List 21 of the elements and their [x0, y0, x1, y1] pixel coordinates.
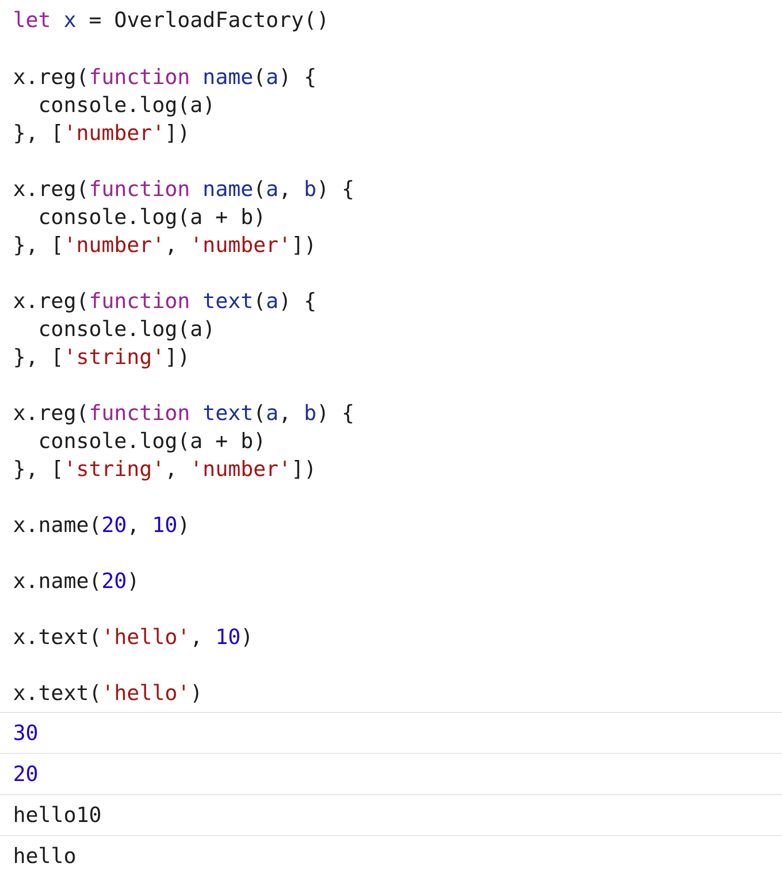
code-line: x.reg(function name(a) { — [13, 64, 316, 91]
code-line: let x = OverloadFactory() — [13, 7, 330, 34]
console-output-row: hello10 — [0, 794, 782, 834]
console-output-row: hello — [0, 835, 782, 872]
code-line: console.log(a) — [37, 316, 216, 343]
code-line: }, ['string']) — [13, 344, 190, 371]
code-line: }, ['string', 'number']) — [13, 456, 316, 483]
code-line: x.reg(function text(a) { — [13, 288, 316, 315]
code-line: x.text('hello') — [13, 680, 203, 707]
code-line: x.reg(function text(a, b) { — [13, 400, 354, 427]
console-output-row: 20 — [0, 753, 782, 793]
code-line: console.log(a + b) — [37, 428, 266, 455]
code-line: x.name(20, 10) — [13, 512, 190, 539]
code-line: x.reg(function name(a, b) { — [13, 176, 354, 203]
code-line: console.log(a) — [37, 92, 216, 119]
code-line: }, ['number', 'number']) — [13, 232, 316, 259]
code-line: console.log(a + b) — [37, 204, 266, 231]
code-line: }, ['number']) — [13, 120, 190, 147]
code-line: x.text('hello', 10) — [13, 624, 254, 651]
code-line: x.name(20) — [13, 568, 140, 595]
console-output-row: 30 — [0, 712, 782, 752]
